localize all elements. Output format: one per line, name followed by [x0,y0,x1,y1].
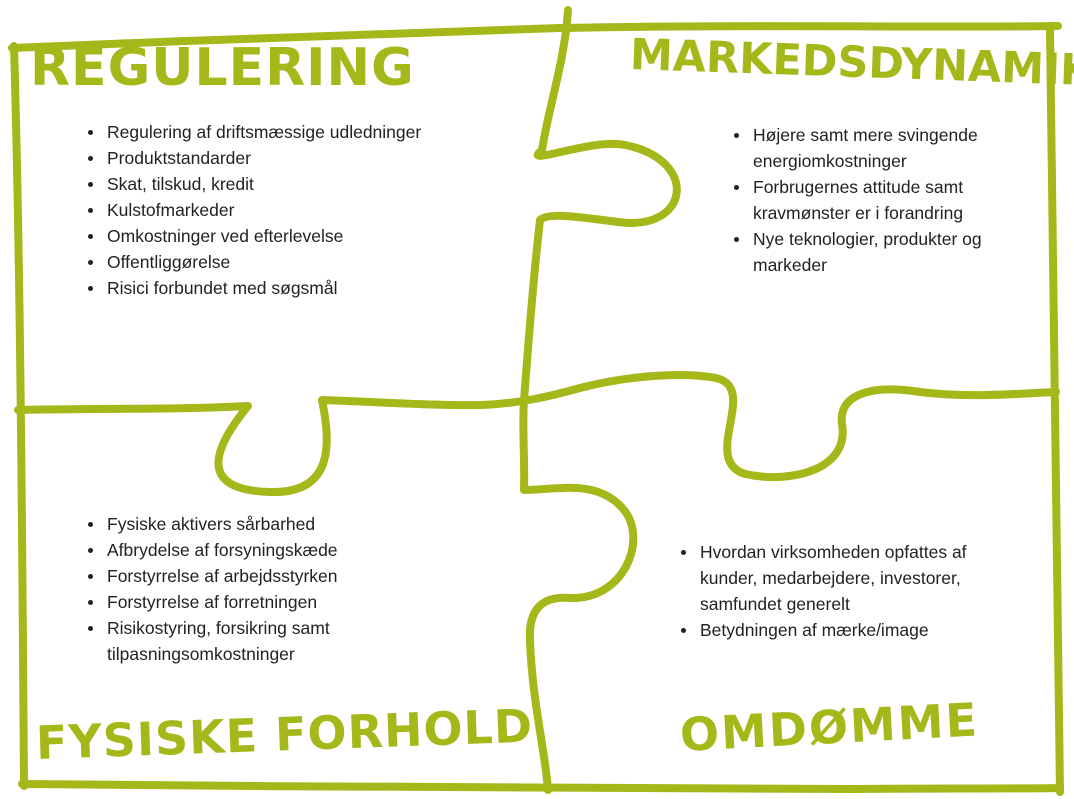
heading-regulering: REGULERING [30,38,415,98]
list-item: Hvordan virksomheden opfattes af kunder,… [679,539,1009,617]
list-item: Offentliggørelse [86,249,506,275]
list-item: Forstyrrelse af arbejdsstyrken [86,563,416,589]
list-item: Nye teknologier, produkter og markeder [732,226,1032,278]
list-item: Skat, tilskud, kredit [86,171,506,197]
list-item: Regulering af driftsmæssige udledninger [86,119,506,145]
markedsdynamik-list: Højere samt mere svingende energiomkostn… [732,122,1032,278]
frame-left [10,42,28,790]
vertical-divider [519,6,681,794]
fysiske-forhold-list: Fysiske aktivers sårbarhed Afbrydelse af… [86,511,416,667]
horizontal-divider [14,371,1060,497]
list-item: Afbrydelse af forsyningskæde [86,537,416,563]
frame-bottom [18,780,1064,794]
list-item: Risikostyring, forsikring samt tilpasnin… [86,615,416,667]
list-item: Betydningen af mærke/image [679,617,1009,643]
frame-top [8,22,1062,52]
list-item: Højere samt mere svingende energiomkostn… [732,122,1032,174]
frame-right [1046,26,1064,796]
list-item: Kulstofmarkeder [86,197,506,223]
list-item: Risici forbundet med søgsmål [86,275,506,301]
list-item: Forbrugernes attitude samt kravmønster e… [732,174,1032,226]
omdomme-list: Hvordan virksomheden opfattes af kunder,… [679,539,1009,643]
list-item: Forstyrrelse af forretningen [86,589,416,615]
list-item: Omkostninger ved efterlevelse [86,223,506,249]
list-item: Produktstandarder [86,145,506,171]
regulering-list: Regulering af driftsmæssige udledninger … [86,119,506,301]
list-item: Fysiske aktivers sårbarhed [86,511,416,537]
